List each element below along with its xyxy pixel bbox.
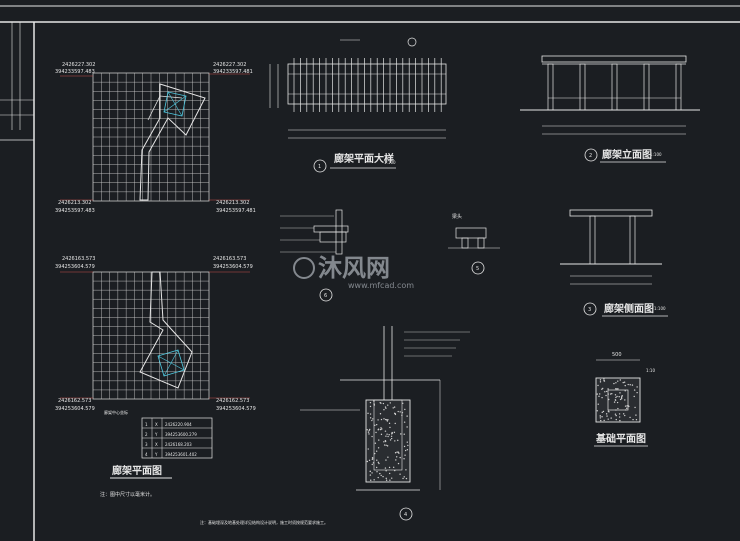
footing-plan-title: 基础平面图 — [595, 432, 646, 445]
plan-note: 注：图中尺寸以毫米计。 — [100, 491, 155, 498]
bottom-note: 注：基础埋深及地基处理详见结构设计说明，施工时须按规范要求施工。 — [200, 519, 328, 525]
coord-top-tr-2: 394233597.481 — [213, 69, 253, 75]
coord-top-bl-1: 2426213.302 — [58, 200, 91, 206]
coord-bot-tr-1: 2426163.573 — [213, 256, 246, 262]
footing-scale: 1:10 — [646, 368, 655, 373]
coord-table-cell: 1 — [145, 422, 148, 427]
pergola-footprint-bottom — [139, 271, 193, 389]
coord-bot-tl-1: 2426163.573 — [62, 256, 95, 262]
top-site-grid: 2426227.302 394233597.483 2426227.302 39… — [55, 62, 256, 214]
coord-top-tl-2: 394233597.483 — [55, 69, 95, 75]
pergola-front-title: 廊架立面图 — [602, 148, 652, 161]
pergola-side-elevation: 3 廊架侧面图 1:100 — [560, 209, 668, 317]
coord-table-cell: 4 — [145, 452, 148, 457]
coord-table-cell: 2 — [145, 432, 148, 437]
callout-2: 2 — [589, 153, 592, 159]
coord-bot-bl-1: 2426162.573 — [58, 398, 91, 404]
watermark-logo-icon — [293, 257, 315, 279]
coord-table-title: 廊架中心坐标 — [104, 409, 128, 415]
pergola-front-scale: 1:100 — [650, 152, 662, 157]
pergola-front-elevation: 2 廊架立面图 1:100 — [520, 55, 700, 163]
footing-plan: 500 1:10 基础平面图 — [594, 352, 655, 447]
pergola-footprint-top — [139, 83, 206, 201]
coord-top-tr-1: 2426227.302 — [213, 62, 246, 68]
watermark: 沐风网 www.mfcad.com — [293, 254, 414, 290]
coord-top-br-2: 394253597.481 — [216, 208, 256, 214]
callout-5: 5 — [476, 266, 479, 272]
coord-table-cell: 3 — [145, 442, 148, 447]
coord-top-br-1: 2426213.302 — [216, 200, 249, 206]
coord-table-cell: 2426220.904 — [165, 422, 192, 427]
foundation-section: 4 — [300, 326, 470, 521]
beam-head-label: 梁头 — [452, 213, 462, 220]
pergola-plan-detail: 1 廊架平面大样 1:100 — [269, 37, 447, 173]
callout-1: 1 — [318, 164, 321, 170]
coord-bot-br-1: 2426162.573 — [216, 398, 249, 404]
drawing-frame — [0, 5, 740, 541]
coord-bot-br-2: 394253604.579 — [216, 406, 256, 412]
coord-top-bl-2: 394253597.483 — [55, 208, 95, 214]
coord-bot-tl-2: 394253604.579 — [55, 264, 95, 270]
coord-table-cell: Y — [154, 452, 158, 457]
pergola-plan-scale: 1:100 — [384, 160, 396, 165]
coord-table-cell: 2426168.203 — [165, 442, 192, 447]
coord-table-cell: Y — [154, 432, 158, 437]
coord-bot-tr-2: 394253604.579 — [213, 264, 253, 270]
callout-6: 6 — [324, 293, 327, 299]
pergola-plan-title: 廊架平面大样 — [334, 152, 394, 165]
callout-4: 4 — [404, 512, 407, 518]
pergola-side-title: 廊架侧面图 — [604, 302, 654, 315]
pergola-side-scale: 1:100 — [654, 306, 666, 311]
coord-table-cell: X — [155, 442, 158, 447]
callout-3: 3 — [588, 307, 591, 313]
beam-head-detail: 梁头 5 — [448, 213, 500, 275]
coord-bot-bl-2: 394253604.579 — [55, 406, 95, 412]
joint-detail: 6 — [280, 209, 349, 302]
footing-width: 500 — [612, 352, 622, 358]
bottom-site-grid: 2426163.573 394253604.579 2426163.573 39… — [55, 256, 256, 412]
plan-title: 廊架平面图 — [112, 464, 162, 477]
watermark-url: www.mfcad.com — [348, 281, 414, 290]
coord-table-cell: X — [155, 422, 158, 427]
watermark-brand: 沐风网 — [318, 254, 390, 282]
coord-top-tl-1: 2426227.302 — [62, 62, 95, 68]
coord-table-cell: 394253601.402 — [165, 452, 197, 457]
coord-table-cell: 394253600.279 — [165, 432, 197, 437]
